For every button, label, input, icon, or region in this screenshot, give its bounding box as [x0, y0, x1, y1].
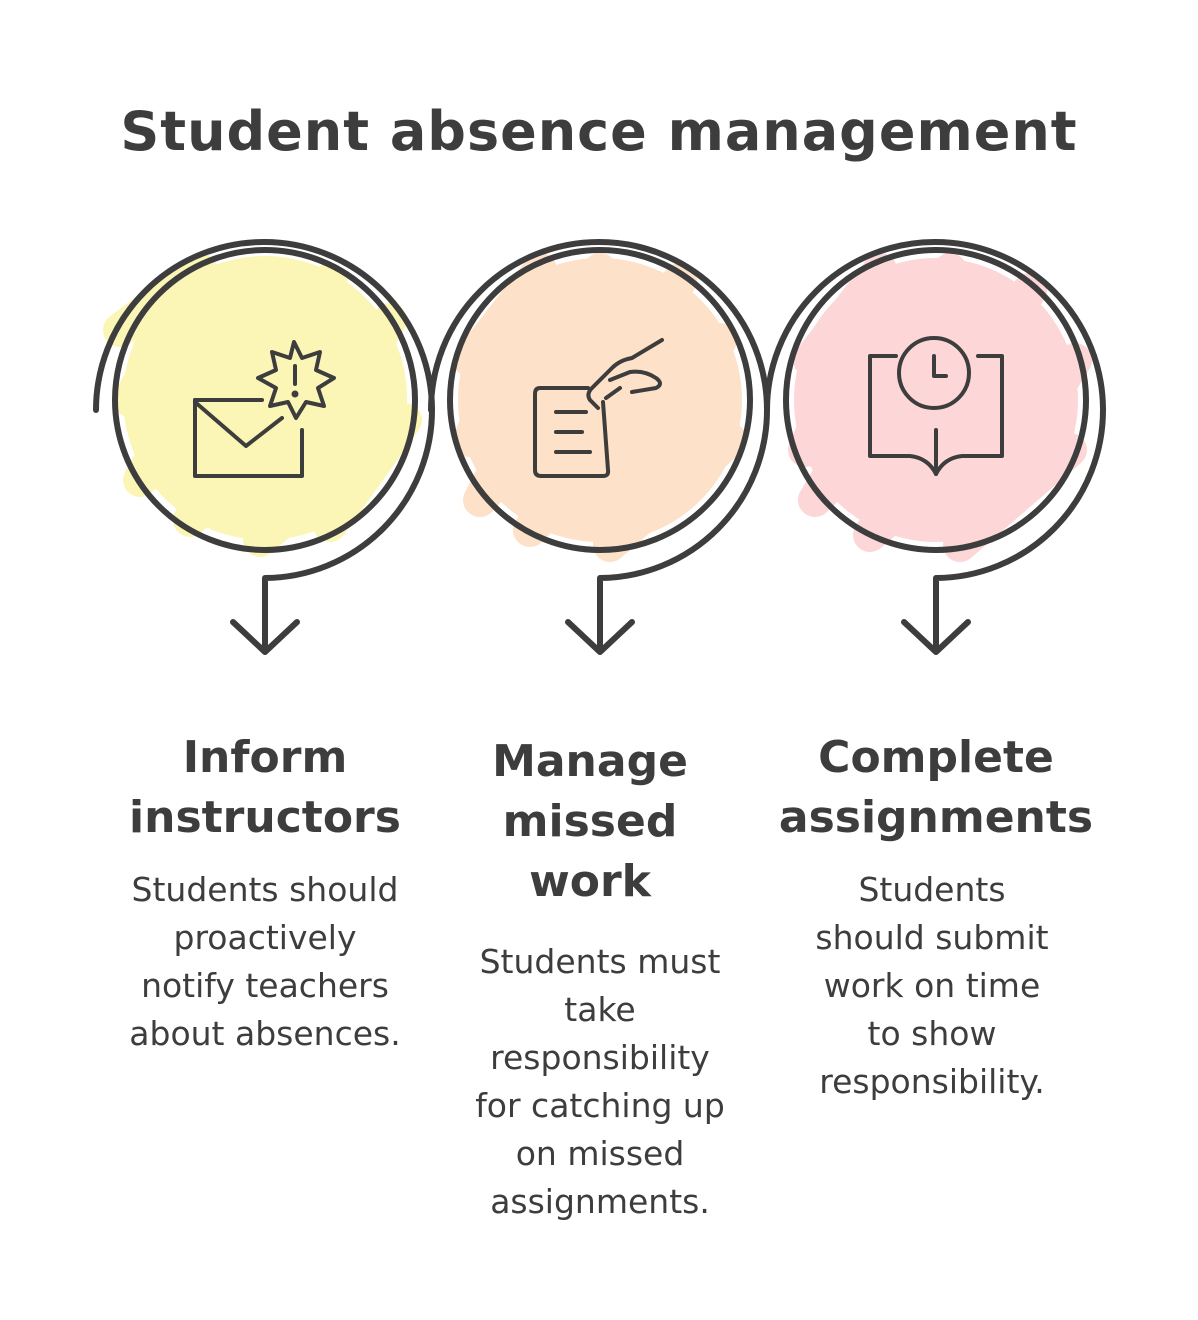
step-3-heading-line: Complete: [818, 732, 1054, 783]
step-1-heading-line: Inform: [182, 732, 348, 783]
step-3-heading: Complete assignments: [771, 728, 1101, 848]
step-2-description-line: responsibility: [490, 1038, 710, 1077]
step-3-description-line: to show: [867, 1014, 997, 1053]
step-2-heading: Manage missed work: [425, 732, 755, 912]
step-2-heading-line: Manage: [492, 736, 688, 787]
step-3-description-line: work on time: [823, 966, 1041, 1005]
step-3-node: [764, 239, 1106, 655]
step-2-ring: [428, 239, 770, 655]
step-1-description-line: Students should: [131, 870, 399, 909]
step-3-description: Students should submit work on time to s…: [767, 866, 1097, 1106]
step-2-description-line: Students must: [479, 942, 721, 981]
process-diagram: [93, 239, 1106, 655]
step-1-highlight: [103, 253, 422, 557]
step-1-ring: [93, 239, 435, 655]
step-3-ring: [764, 239, 1106, 655]
page-title: Student absence management: [120, 100, 1078, 163]
step-1-description-line: proactively: [173, 918, 357, 957]
step-2-description: Students must take responsibility for ca…: [435, 938, 765, 1226]
step-1-heading-line: instructors: [129, 792, 401, 843]
step-2-node: [428, 239, 770, 655]
step-2-highlight: [453, 253, 747, 562]
envelope-alert-icon: [193, 340, 336, 478]
step-3-description-line: should submit: [815, 918, 1049, 957]
step-2-heading-line: work: [529, 856, 651, 907]
step-2-description-line: for catching up: [475, 1086, 725, 1125]
book-clock-icon: [868, 336, 1004, 476]
step-3-description-line: Students: [858, 870, 1006, 909]
step-1-description-line: about absences.: [129, 1014, 401, 1053]
step-1-description: Students should proactively notify teach…: [100, 866, 430, 1058]
step-2-heading-line: missed: [502, 796, 678, 847]
step-3-inner-circle: [783, 247, 1089, 553]
step-3-heading-line: assignments: [778, 792, 1094, 843]
step-1-node: [93, 239, 435, 655]
step-2-description-line: take: [564, 990, 636, 1029]
step-3-highlight: [788, 253, 1092, 562]
step-2-description-line: assignments.: [490, 1182, 710, 1221]
step-2-description-line: on missed: [515, 1134, 685, 1173]
step-1-description-line: notify teachers: [141, 966, 389, 1005]
step-2-inner-circle: [447, 247, 753, 553]
step-1-inner-circle: [112, 247, 418, 553]
step-1-heading: Inform instructors: [100, 728, 430, 848]
hand-document-icon: [533, 338, 664, 478]
step-3-description-line: responsibility.: [819, 1062, 1045, 1101]
